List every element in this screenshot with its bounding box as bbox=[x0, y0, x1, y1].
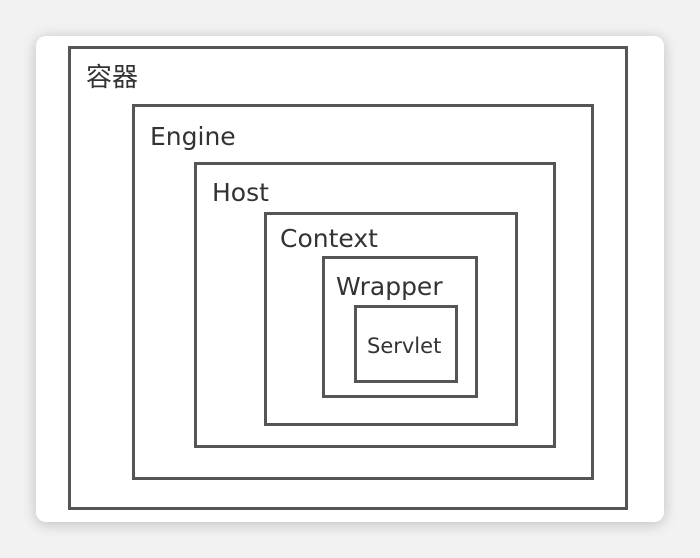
container-box bbox=[68, 46, 628, 510]
container-label: 容器 bbox=[86, 63, 139, 93]
host-box bbox=[194, 162, 556, 448]
engine-box bbox=[132, 104, 594, 480]
servlet-box bbox=[354, 305, 458, 383]
engine-label: Engine bbox=[150, 122, 236, 151]
host-label: Host bbox=[212, 178, 269, 207]
servlet-label: Servlet bbox=[367, 334, 442, 358]
context-box bbox=[264, 212, 518, 426]
wrapper-box bbox=[322, 256, 478, 398]
context-label: Context bbox=[280, 224, 378, 253]
diagram-card bbox=[36, 36, 664, 522]
wrapper-label: Wrapper bbox=[336, 272, 443, 301]
